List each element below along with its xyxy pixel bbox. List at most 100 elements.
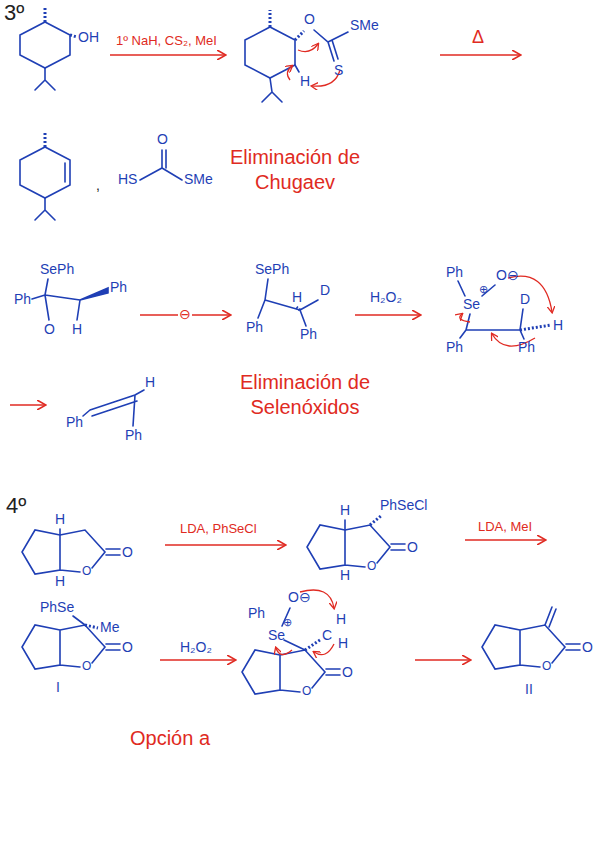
label-box: SMe	[184, 172, 213, 186]
label-text: O⊖	[496, 267, 519, 283]
label-box: LDA, PhSeCl	[180, 522, 257, 535]
label-box: H	[336, 612, 346, 626]
label-text: II	[525, 681, 533, 697]
label-text: O⊖	[288, 589, 311, 605]
label-box: O⊖	[496, 268, 519, 282]
label-text: O	[304, 11, 315, 27]
label-text: SMe	[350, 17, 379, 33]
label-text: Eliminación de Chugaev	[230, 146, 360, 193]
label-text: Ph	[446, 264, 463, 280]
label-text: O	[44, 321, 55, 337]
label-box: Ph	[14, 292, 31, 306]
label-box: LDA, MeI	[478, 520, 532, 533]
label-text: Se	[268, 627, 285, 643]
label-text: O	[122, 544, 133, 560]
label-box: O	[122, 545, 133, 559]
label-box: O	[82, 565, 91, 577]
label-text: H₂O₂	[370, 289, 402, 305]
label-box: SMe	[350, 18, 379, 32]
label-text: O	[122, 639, 133, 655]
label-text: H	[338, 635, 348, 651]
label-text: OH	[78, 29, 99, 45]
label-text: Ph	[66, 414, 83, 430]
label-text: O	[342, 664, 353, 680]
label-box: H	[292, 290, 302, 304]
label-text: H	[340, 567, 350, 583]
label-text: Ph	[248, 605, 265, 621]
label-text: H₂O₂	[180, 639, 212, 655]
label-box: O	[407, 540, 418, 554]
label-box: Me	[100, 620, 119, 634]
label-box: O⊖	[288, 590, 311, 604]
label-box: ,	[96, 178, 100, 192]
label-box: II	[525, 682, 533, 696]
label-box: O	[122, 640, 133, 654]
label-box: H	[300, 74, 310, 88]
label-text: H	[55, 573, 65, 589]
label-text: H	[340, 502, 350, 518]
label-box: I	[56, 680, 60, 694]
label-text: H	[292, 289, 302, 305]
label-box: Se	[268, 628, 285, 642]
label-text: D	[520, 291, 530, 307]
label-box: Ph	[246, 320, 263, 334]
label-box: Ph	[300, 327, 317, 341]
label-text: PhSeCl	[380, 497, 427, 513]
label-text: Ph	[446, 339, 463, 355]
label-text: SePh	[255, 261, 289, 277]
label-text: PhSe	[40, 599, 74, 615]
label-box: PhSe	[40, 600, 74, 614]
label-box: O	[82, 660, 91, 672]
label-box: H	[72, 322, 82, 336]
label-text: HS	[118, 171, 137, 187]
label-text: C	[322, 627, 332, 643]
label-box: H	[340, 503, 350, 517]
label-text: LDA, PhSeCl	[180, 521, 257, 536]
label-box: H	[55, 512, 65, 526]
label-text: O	[82, 659, 91, 673]
label-box: HS	[118, 172, 137, 186]
label-box: Eliminación de Selenóxidos	[210, 370, 400, 420]
label-text: S	[334, 62, 343, 78]
label-text: D	[320, 282, 330, 298]
label-text: Δ	[472, 27, 484, 47]
label-text: LDA, MeI	[478, 519, 532, 534]
label-box: ⊕	[479, 284, 488, 295]
label-box: Ph	[125, 428, 142, 442]
label-box: O	[44, 322, 55, 336]
label-box: O	[342, 665, 353, 679]
label-box: D	[320, 283, 330, 297]
label-text: ⊖	[178, 306, 192, 322]
label-box: O	[302, 685, 311, 697]
label-box: SePh	[255, 262, 289, 276]
label-text: Eliminación de Selenóxidos	[240, 371, 370, 418]
label-text: O	[407, 539, 418, 555]
label-text: Ph	[518, 339, 535, 355]
label-box: 1º NaH, CS₂, MeI	[116, 34, 217, 47]
label-text: 3º	[4, 0, 24, 25]
label-text: 4º	[6, 493, 26, 518]
label-box: Opción a	[130, 728, 210, 748]
label-box: H	[338, 636, 348, 650]
label-text: Ph	[246, 319, 263, 335]
label-box: O	[304, 12, 315, 26]
label-text: ,	[96, 177, 100, 193]
label-box: ⊕	[283, 617, 292, 628]
label-text: Ph	[14, 291, 31, 307]
label-text: O	[367, 559, 376, 573]
label-text: O	[82, 564, 91, 578]
label-text: H	[145, 374, 155, 390]
label-box: OH	[78, 30, 99, 44]
label-text: Me	[100, 619, 119, 635]
label-text: ⊕	[479, 283, 488, 295]
label-box: SePh	[40, 262, 74, 276]
label-box: O	[157, 132, 168, 146]
label-box: H	[55, 574, 65, 588]
label-box: Ph	[248, 606, 265, 620]
label-box: Se	[463, 297, 480, 311]
label-text: Ph	[125, 427, 142, 443]
label-text: O	[542, 659, 551, 673]
label-box: C	[322, 628, 332, 642]
curved-arrows	[276, 44, 552, 655]
label-box: PhSeCl	[380, 498, 427, 512]
